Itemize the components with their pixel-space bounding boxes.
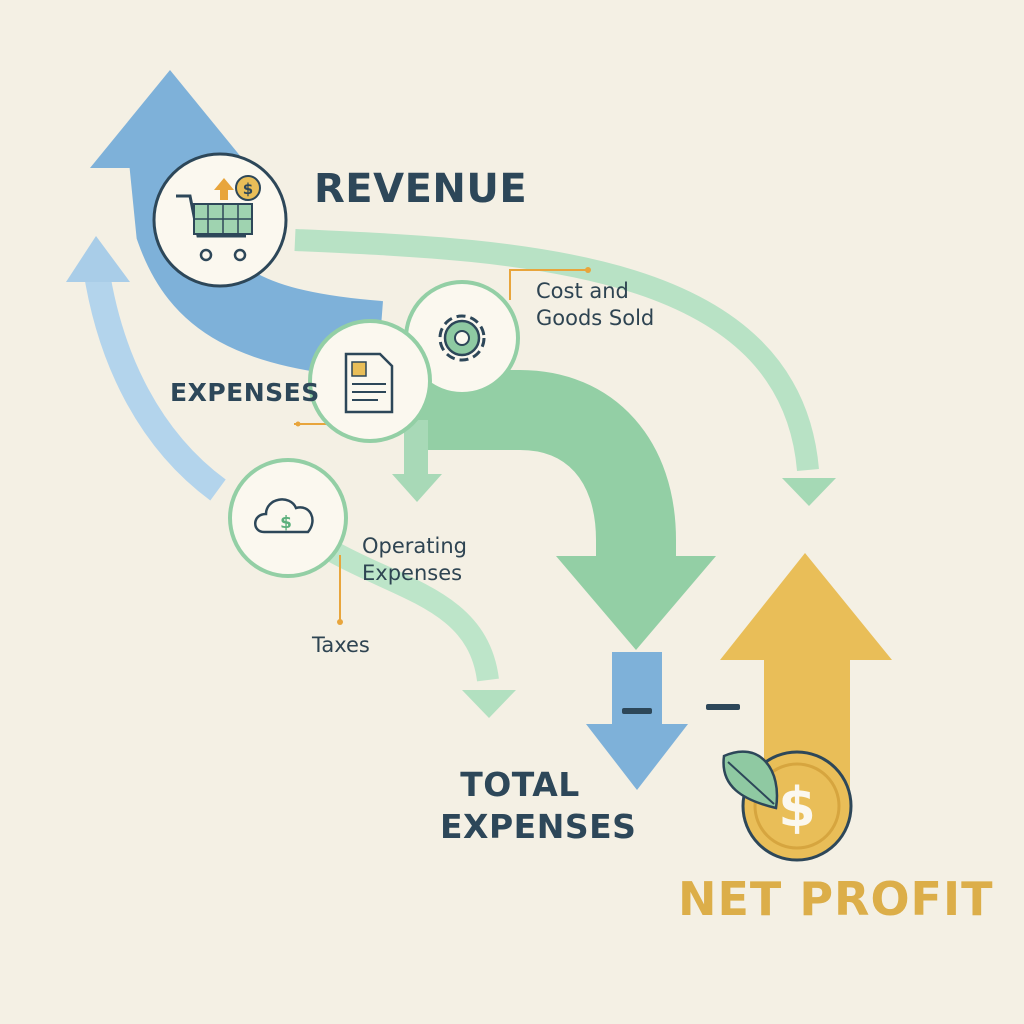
total-label-line-1: TOTAL: [460, 765, 580, 804]
revenue-node: $: [152, 152, 288, 288]
opex-label-line-1: Operating: [362, 534, 467, 558]
net-profit-label: NET PROFIT: [678, 872, 994, 926]
leaf-icon: [722, 750, 779, 810]
expenses-label: EXPENSES: [170, 378, 320, 407]
svg-text:$: $: [778, 776, 816, 839]
expenses-node: [308, 319, 432, 443]
shopping-cart-icon: $: [176, 175, 261, 262]
left-loop-arrow: [66, 236, 226, 501]
cogs-node: [404, 280, 520, 396]
minus-signs: [622, 704, 740, 714]
taxes-node: $: [228, 458, 348, 578]
cogs-label: Cost and Goods Sold: [536, 278, 654, 332]
net-profit-arrow: [720, 553, 892, 790]
label-connectors: [294, 267, 591, 625]
opex-label: Operating Expenses: [362, 533, 467, 587]
expense-flow-arrow: [410, 370, 716, 650]
revenue-label: REVENUE: [314, 166, 528, 212]
total-label-line-2: EXPENSES: [440, 807, 637, 846]
opex-label-line-2: Expenses: [362, 561, 463, 585]
cloud-dollar-icon: $: [254, 498, 314, 534]
revenue-to-net-arrow: [294, 229, 836, 506]
gear-icon: [438, 314, 486, 362]
opex-arrow: [324, 540, 516, 718]
svg-text:$: $: [280, 513, 292, 533]
taxes-label: Taxes: [312, 633, 370, 657]
total-expenses-arrow: [586, 652, 688, 790]
cogs-label-line-1: Cost and: [536, 279, 629, 303]
svg-text:$: $: [243, 180, 253, 198]
document-icon: [344, 352, 394, 414]
cogs-label-line-2: Goods Sold: [536, 306, 655, 330]
expenses-down-arrow: [392, 420, 442, 502]
total-expenses-label: TOTAL EXPENSES: [440, 764, 637, 848]
